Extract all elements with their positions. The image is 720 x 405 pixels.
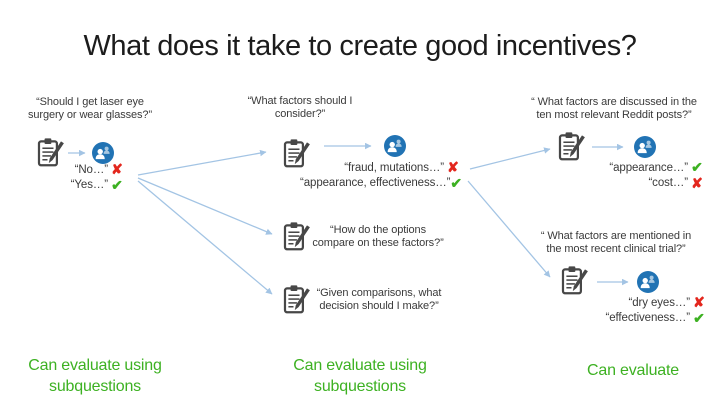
person-evaluator-icon: [634, 136, 656, 158]
person-evaluator-icon: [637, 271, 659, 293]
question-trial: “ What factors are mentioned in the most…: [540, 230, 692, 255]
memo-icon: [282, 137, 311, 170]
cross-icon: ✘: [447, 159, 459, 176]
answers-root: “No…” ✘ “Yes…” ✔: [52, 162, 126, 193]
answer-row: “No…” ✘: [52, 162, 126, 178]
memo-icon: [36, 136, 65, 169]
check-icon: ✔: [111, 176, 123, 193]
answer-row: “dry eyes…” ✘: [574, 295, 708, 311]
caption-can-evaluate-right: Can evaluate: [587, 362, 679, 379]
memo-icon: [282, 220, 311, 253]
check-icon: ✔: [693, 309, 705, 326]
answer-text: “No…”: [74, 163, 108, 176]
memo-icon: [282, 283, 311, 316]
answer-row: “appearance, effectiveness…” ✔: [300, 174, 463, 192]
question-decision: “Given comparisons, what decision should…: [316, 287, 442, 312]
answer-row: “effectiveness…” ✔: [574, 309, 708, 327]
person-evaluator-icon: [92, 142, 114, 164]
cross-icon: ✘: [111, 161, 123, 178]
question-reddit: “ What factors are discussed in the ten …: [531, 96, 697, 121]
answer-text: “effectiveness…”: [605, 312, 691, 325]
check-icon: ✔: [691, 159, 703, 176]
answer-text: “appearance, effectiveness…”: [300, 177, 451, 190]
answer-text: “Yes…”: [70, 179, 108, 192]
answer-row: “appearance…” ✔: [580, 160, 706, 176]
answer-text: “dry eyes…”: [628, 296, 690, 309]
question-compare: “How do the options compare on these fac…: [312, 224, 444, 249]
question-factors: “What factors should I consider?”: [247, 95, 353, 120]
answer-row: “cost…” ✘: [580, 174, 706, 192]
answer-text: “appearance…”: [609, 161, 688, 174]
cross-icon: ✘: [691, 174, 703, 191]
person-evaluator-icon: [384, 135, 406, 157]
caption-evaluate-subquestions-middle: Can evaluate using subquestions: [293, 357, 427, 395]
question-root: “Should I get laser eye surgery or wear …: [27, 96, 153, 121]
answer-row: “Yes…” ✔: [52, 176, 126, 194]
answers-trial: “dry eyes…” ✘ “effectiveness…” ✔: [574, 295, 708, 326]
memo-icon: [557, 130, 586, 163]
answers-factors: “fraud, mutations…” ✘ “appearance, effec…: [300, 160, 462, 191]
check-icon: ✔: [450, 174, 463, 191]
answer-text: “fraud, mutations…”: [344, 161, 444, 174]
answer-text: “cost…”: [648, 177, 688, 190]
memo-icon: [560, 264, 589, 297]
cross-icon: ✘: [693, 294, 705, 311]
answers-reddit: “appearance…” ✔ “cost…” ✘: [580, 160, 706, 191]
caption-evaluate-subquestions-left: Can evaluate using subquestions: [28, 357, 162, 395]
answer-row: “fraud, mutations…” ✘: [300, 160, 462, 176]
slide-title: What does it take to create good incenti…: [83, 30, 637, 62]
